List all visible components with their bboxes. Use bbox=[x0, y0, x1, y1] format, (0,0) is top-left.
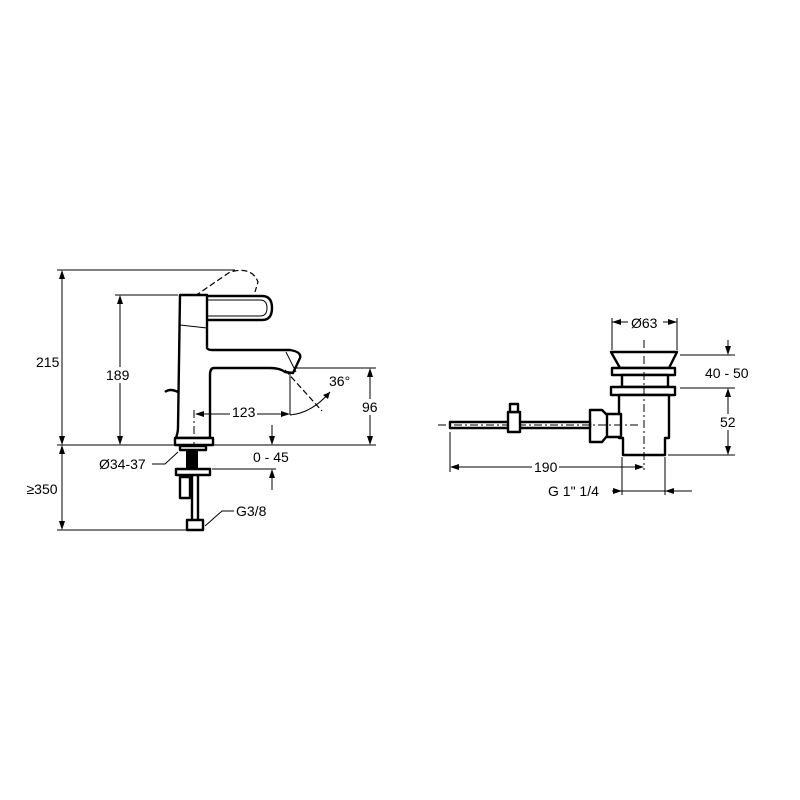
dim-cap-diameter: Ø63 bbox=[629, 315, 660, 331]
dim-spout-height: 96 bbox=[360, 399, 380, 415]
dim-spout-reach: 123 bbox=[230, 404, 258, 420]
dim-hole-diameter: Ø34-37 bbox=[97, 456, 148, 472]
dim-thread: G 1" 1/4 bbox=[546, 483, 601, 499]
dim-rod-length: 190 bbox=[532, 459, 560, 475]
drain-drawing bbox=[438, 318, 735, 495]
dim-connection: G3/8 bbox=[234, 503, 269, 519]
dim-hose-length: ≥350 bbox=[24, 481, 60, 497]
dim-total-height: 215 bbox=[34, 354, 62, 370]
dim-spout-angle: 36° bbox=[329, 373, 351, 389]
dim-cap-lift: 40 - 50 bbox=[703, 365, 751, 381]
dim-body-height: 189 bbox=[104, 367, 132, 383]
faucet-drawing bbox=[57, 269, 376, 532]
dim-deck-thickness: 0 - 45 bbox=[251, 449, 291, 465]
dim-drain-height: 52 bbox=[718, 414, 738, 430]
